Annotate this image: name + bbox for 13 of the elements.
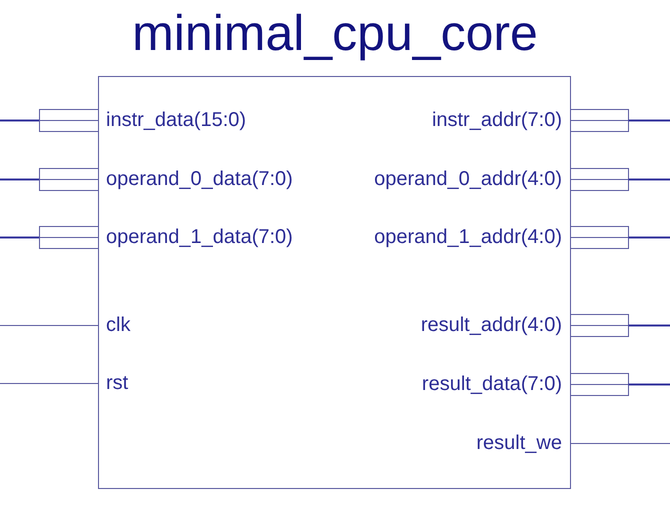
pin-name: clk [106,313,130,337]
pin-name: operand_1_data(7:0) [106,225,293,249]
pin-name: operand_0_data(7:0) [106,167,293,191]
pin-name: operand_0_addr(4:0) [374,167,562,191]
pin-name: instr_addr(7:0) [432,108,562,132]
diagram-title: minimal_cpu_core [131,4,539,63]
pin-name: operand_1_addr(4:0) [374,225,562,249]
pin-name: result_data(7:0) [422,372,562,396]
pin-name: instr_data(15:0) [106,108,246,132]
pin-name: result_addr(4:0) [420,313,562,337]
block-box [98,76,571,489]
pin-name: result_we [476,431,562,455]
pin-name: rst [106,371,128,395]
